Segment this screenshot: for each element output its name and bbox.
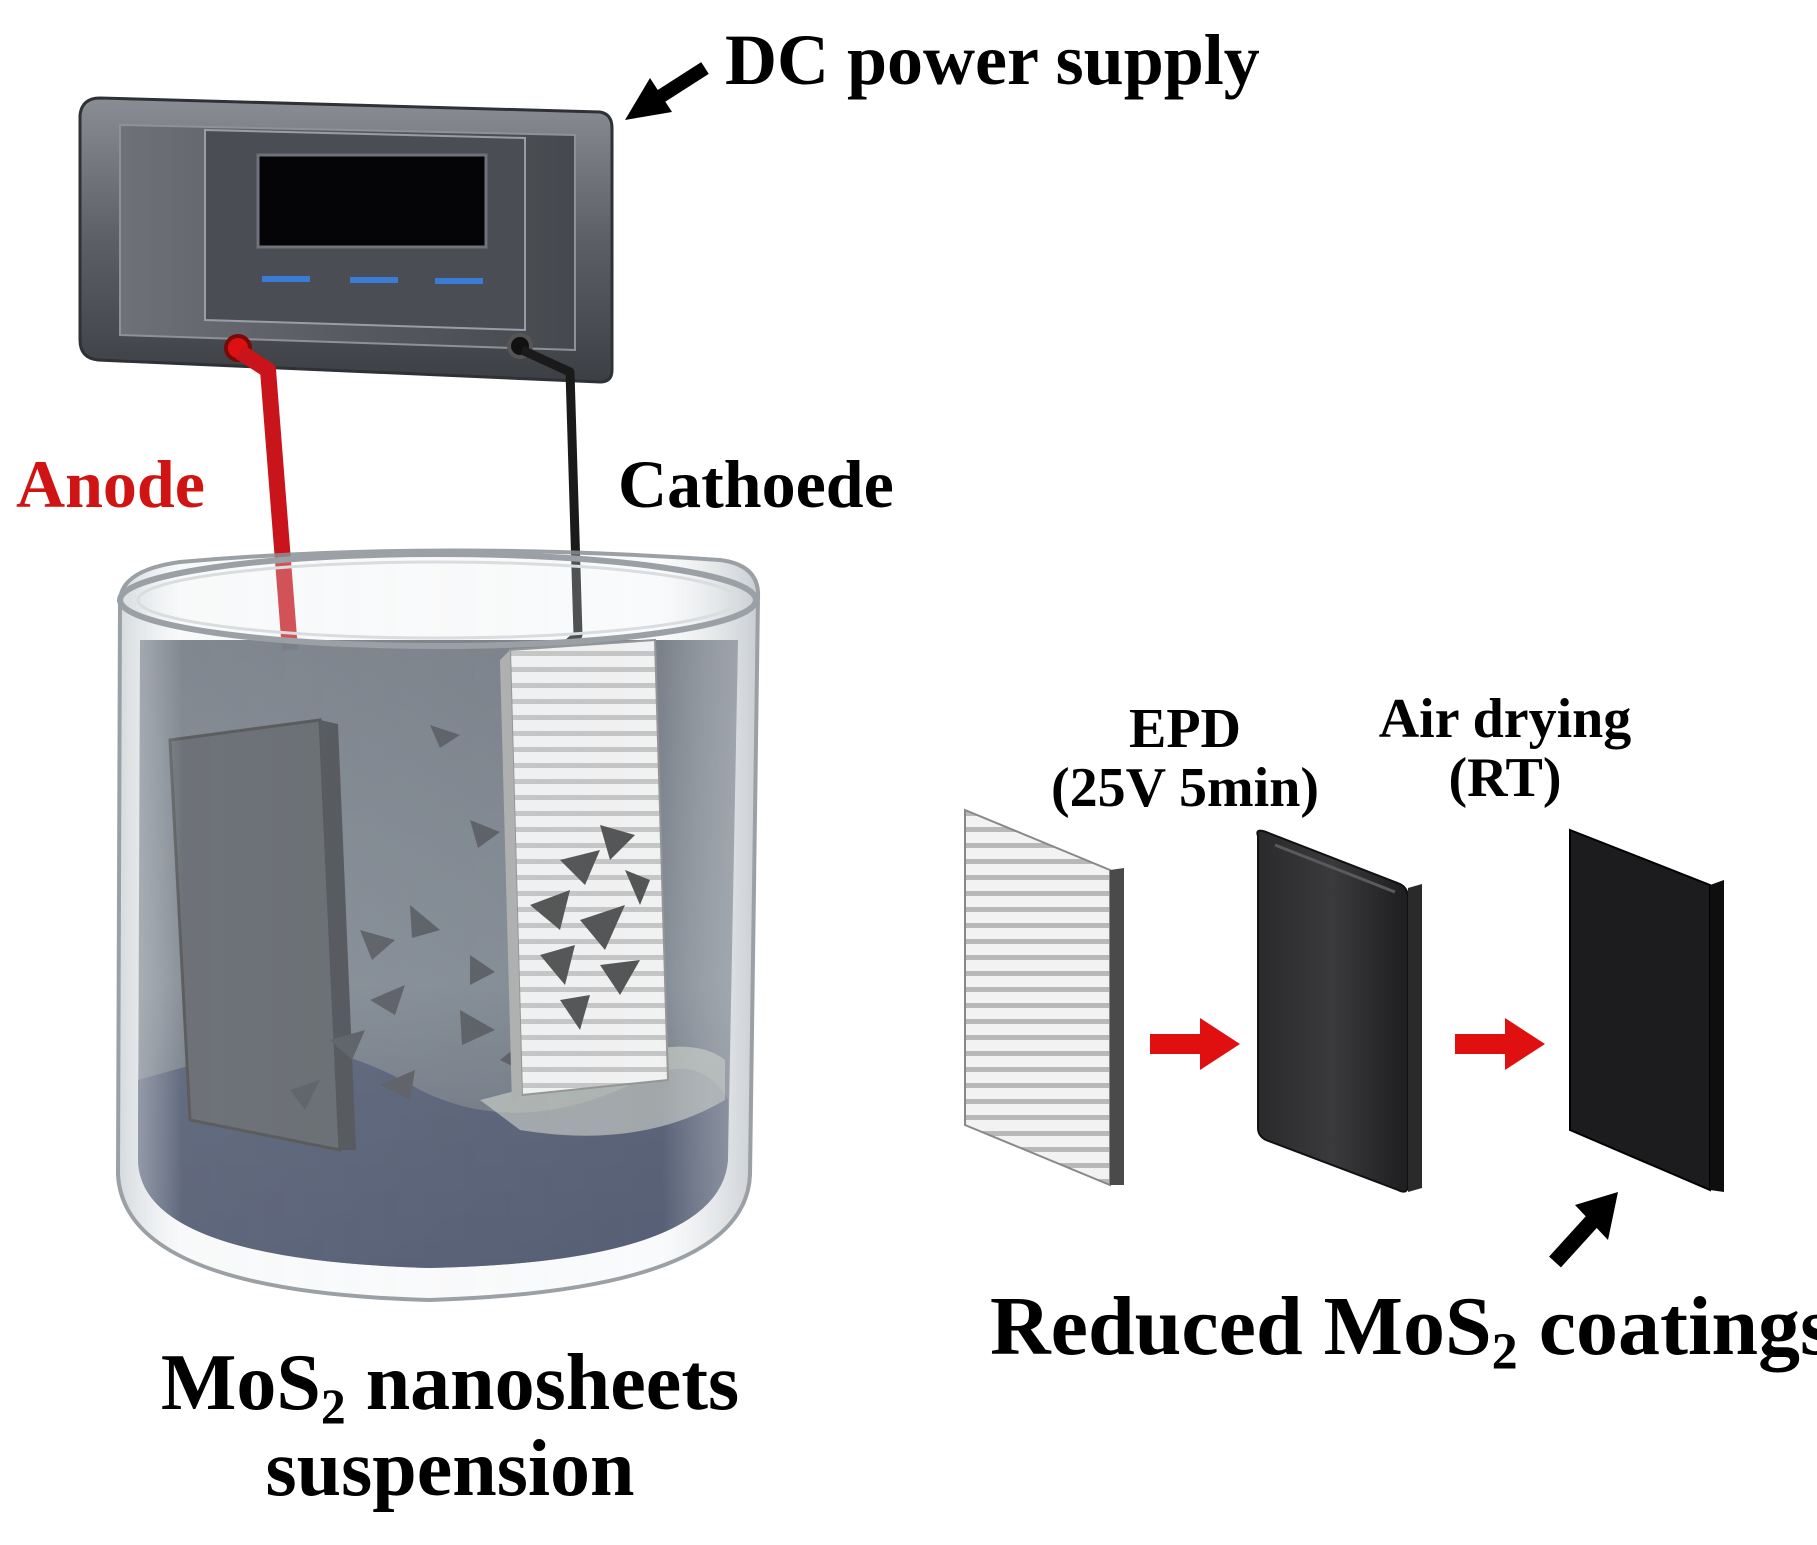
cathode-label: Cathoede bbox=[618, 446, 894, 522]
reduced-coatings-suffix: coatings bbox=[1517, 1280, 1817, 1373]
reduced-coatings-subscript: 2 bbox=[1491, 1323, 1518, 1381]
red-arrow-icon bbox=[1150, 1018, 1240, 1070]
bare-substrate bbox=[964, 808, 1124, 1187]
led-indicator-2 bbox=[350, 277, 398, 283]
suspension-label-line2: suspension bbox=[265, 1425, 635, 1514]
led-indicator-1 bbox=[262, 276, 310, 282]
suspension-suffix: nanosheets bbox=[345, 1339, 740, 1427]
epd-coated-plate bbox=[1256, 829, 1422, 1193]
air-drying-step-title: Air drying bbox=[1378, 688, 1632, 750]
reduced-coatings-label: Reduced MoS2 coatings bbox=[990, 1285, 1817, 1379]
black-arrow-icon bbox=[1549, 1192, 1618, 1268]
air-drying-step-label: Air drying (RT) bbox=[1345, 690, 1665, 808]
power-supply-label: DC power supply bbox=[725, 20, 1260, 100]
red-arrow-icon bbox=[1455, 1018, 1545, 1070]
epd-step-conditions: (25V 5min) bbox=[1050, 756, 1320, 819]
dc-power-supply bbox=[78, 96, 614, 384]
epd-step-title: EPD bbox=[1129, 698, 1241, 760]
suspension-subscript: 2 bbox=[320, 1378, 346, 1434]
anode-label: Anode bbox=[16, 446, 205, 522]
suspension-label-line1: MoS2 nanosheets bbox=[140, 1339, 760, 1431]
reduced-coatings-prefix: Reduced MoS bbox=[990, 1280, 1492, 1373]
reduced-coating-plate bbox=[1569, 828, 1724, 1192]
black-arrow-icon bbox=[625, 62, 709, 120]
air-drying-step-conditions: (RT) bbox=[1448, 746, 1562, 809]
epd-step-label: EPD (25V 5min) bbox=[1020, 700, 1350, 818]
beaker bbox=[115, 548, 761, 1303]
led-indicator-3 bbox=[435, 278, 483, 284]
suspension-label: MoS2 nanosheets suspension bbox=[140, 1340, 760, 1513]
suspension-prefix: MoS bbox=[160, 1339, 321, 1427]
display-screen bbox=[256, 153, 488, 249]
